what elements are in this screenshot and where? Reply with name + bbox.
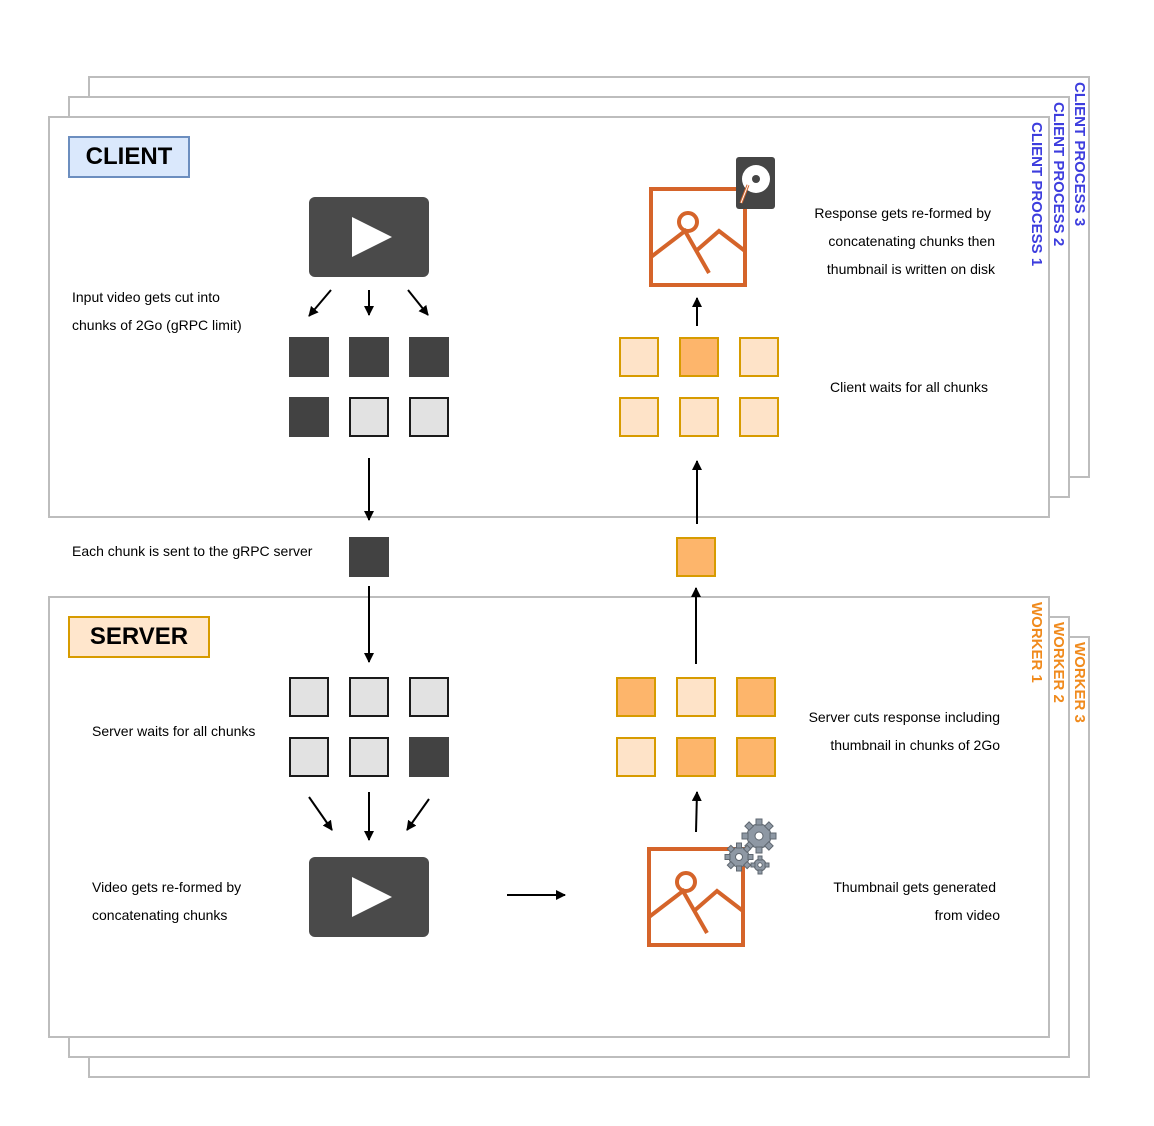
- server-receive-chunk: [289, 677, 329, 717]
- client-send-chunk: [409, 397, 449, 437]
- client-process-label-3: CLIENT PROCESS 3: [1071, 82, 1088, 227]
- split-arrow-right: [407, 289, 429, 316]
- server-reform-note: Video gets re-formed by concatenating ch…: [92, 873, 241, 929]
- client-process-label-1: CLIENT PROCESS 1: [1028, 122, 1045, 267]
- server-send-chunk: [676, 737, 716, 777]
- note-line: Server cuts response including: [808, 709, 1000, 725]
- server-video-play-icon: [309, 857, 429, 937]
- client-wait-note: Client waits for all chunks: [790, 373, 988, 401]
- client-video-play-icon: [309, 197, 429, 277]
- transfer-response-chunk: [676, 537, 716, 577]
- server-send-chunk: [616, 737, 656, 777]
- note-line: thumbnail is written on disk: [826, 261, 995, 277]
- note-line: Thumbnail gets generated: [833, 879, 996, 895]
- transfer-note: Each chunk is sent to the gRPC server: [72, 537, 312, 565]
- client-cut-note: Input video gets cut into chunks of 2Go …: [72, 283, 242, 339]
- client-tag: CLIENT: [68, 136, 190, 178]
- server-receive-chunk: [289, 737, 329, 777]
- client-process-1-frame: [48, 116, 1050, 518]
- note-line: concatenating chunks then: [828, 233, 995, 249]
- worker-label-1: WORKER 1: [1028, 602, 1045, 683]
- note-line: chunks of 2Go (gRPC limit): [72, 317, 242, 333]
- note-line: Response gets re-formed by: [814, 205, 991, 221]
- note-line: Input video gets cut into: [72, 289, 220, 305]
- merge-arrow-left: [308, 796, 333, 831]
- client-receive-chunk: [619, 337, 659, 377]
- server-send-chunk: [736, 677, 776, 717]
- server-cut-note: Server cuts response including thumbnail…: [790, 703, 1000, 759]
- note-line: concatenating chunks: [92, 907, 228, 923]
- worker-label-3: WORKER 3: [1071, 642, 1088, 723]
- server-receive-chunk: [409, 677, 449, 717]
- client-receive-chunk: [739, 397, 779, 437]
- server-send-chunk: [616, 677, 656, 717]
- server-send-chunk: [736, 737, 776, 777]
- client-send-chunk: [349, 397, 389, 437]
- worker-label-2: WORKER 2: [1050, 622, 1067, 703]
- worker-1-frame: [48, 596, 1050, 1038]
- note-line: Server waits for all chunks: [92, 723, 256, 739]
- play-icon: [352, 217, 392, 257]
- gears-icon: [724, 818, 777, 875]
- play-icon: [352, 877, 392, 917]
- server-receive-chunk: [409, 737, 449, 777]
- client-send-chunk: [289, 337, 329, 377]
- merge-arrow-right: [406, 798, 430, 831]
- note-line: Client waits for all chunks: [830, 379, 988, 395]
- split-arrow-left: [308, 289, 332, 317]
- server-wait-note: Server waits for all chunks: [92, 717, 255, 745]
- client-reform-note: Response gets re-formed by concatenating…: [805, 199, 995, 283]
- server-thumbnail-image-icon: [647, 847, 745, 947]
- client-send-chunk: [349, 337, 389, 377]
- note-line: Video gets re-formed by: [92, 879, 242, 895]
- cut-arrow: [691, 791, 702, 833]
- client-process-label-2: CLIENT PROCESS 2: [1050, 102, 1067, 247]
- client-send-chunk: [409, 337, 449, 377]
- client-receive-chunk: [739, 337, 779, 377]
- note-line: from video: [934, 907, 1000, 923]
- server-receive-chunk: [349, 677, 389, 717]
- transfer-request-chunk: [349, 537, 389, 577]
- server-generate-note: Thumbnail gets generated from video: [800, 873, 1000, 929]
- note-line: Each chunk is sent to the gRPC server: [72, 543, 313, 559]
- client-thumbnail-image-icon: [649, 187, 747, 287]
- client-receive-chunk: [619, 397, 659, 437]
- client-receive-chunk: [679, 337, 719, 377]
- server-receive-chunk: [349, 737, 389, 777]
- note-line: thumbnail in chunks of 2Go: [830, 737, 1000, 753]
- client-send-chunk: [289, 397, 329, 437]
- server-send-chunk: [676, 677, 716, 717]
- client-receive-chunk: [679, 397, 719, 437]
- hard-disk-icon: [736, 157, 775, 209]
- server-tag: SERVER: [68, 616, 210, 658]
